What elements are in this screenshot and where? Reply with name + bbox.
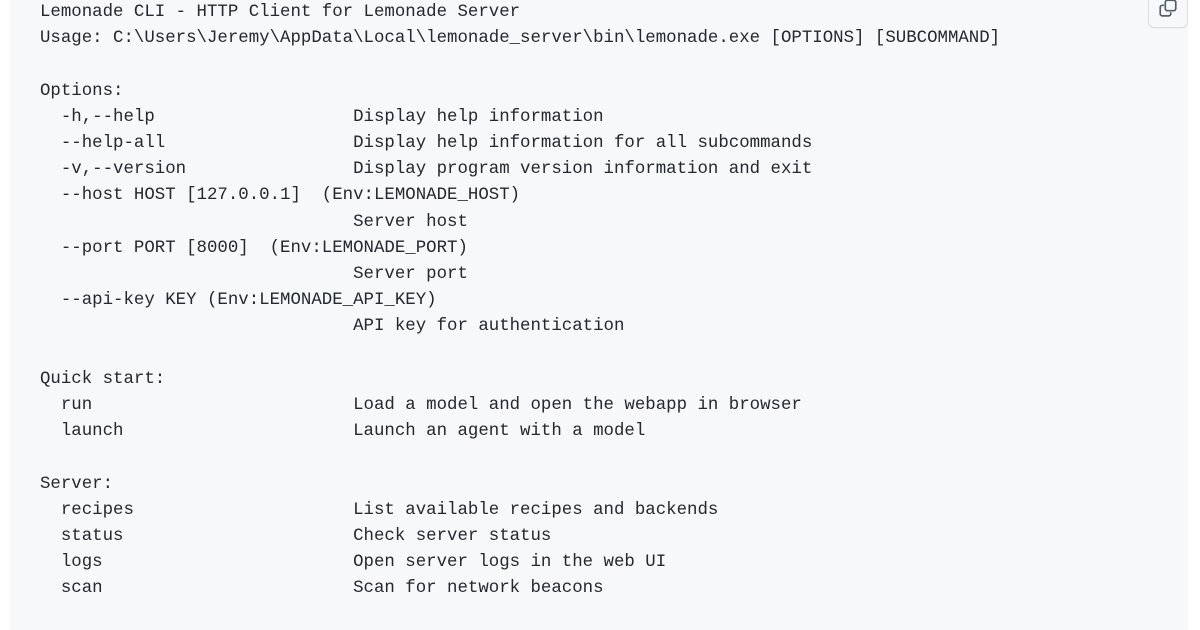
page-margin-right (1188, 0, 1200, 630)
page-margin-left (0, 0, 10, 630)
code-block-scroll-area[interactable]: Lemonade CLI - HTTP Client for Lemonade … (10, 0, 1188, 630)
copy-icon (1159, 0, 1177, 17)
copy-button[interactable] (1148, 0, 1188, 28)
cli-help-output: Lemonade CLI - HTTP Client for Lemonade … (40, 3, 1001, 599)
code-block: Lemonade CLI - HTTP Client for Lemonade … (10, 0, 1188, 630)
